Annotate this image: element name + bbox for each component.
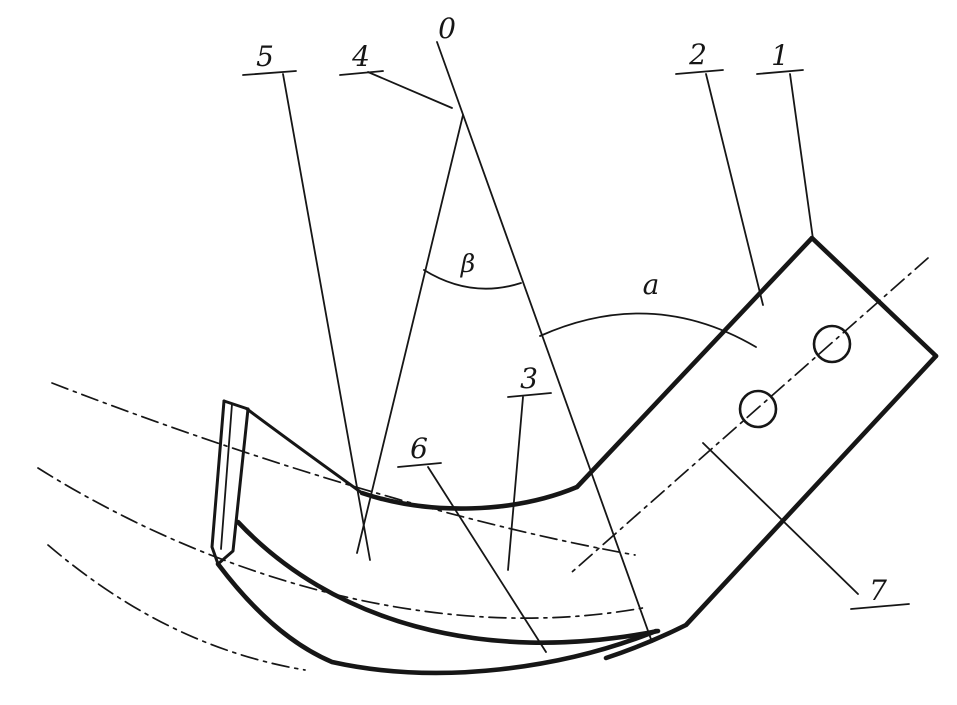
label-alpha: a — [643, 268, 660, 301]
underline-6 — [397, 462, 442, 468]
leader-1 — [789, 73, 814, 240]
underline-2 — [675, 69, 724, 75]
alpha-arc — [539, 312, 757, 348]
knife-mid-line — [220, 403, 233, 550]
leader-3 — [507, 396, 524, 571]
label-1: 1 — [771, 39, 789, 72]
beta-arc — [423, 269, 522, 290]
underline-3 — [507, 392, 552, 398]
line-5 — [282, 73, 371, 561]
label-4: 4 — [351, 40, 370, 73]
underline-5 — [242, 70, 297, 76]
blade-mid-curve — [235, 519, 661, 645]
label-beta: β — [460, 249, 475, 278]
knife-cap-edge — [222, 399, 250, 411]
leader-6 — [427, 466, 547, 653]
label-6: 6 — [410, 432, 428, 465]
shank-left-edge — [574, 235, 815, 490]
underline-7 — [850, 603, 910, 610]
knife-left-edge — [210, 399, 226, 566]
blade-tip-top-edge — [245, 407, 364, 495]
axis-line-0 — [436, 41, 653, 643]
leader-4 — [367, 71, 453, 109]
phantom-curve-upper — [51, 382, 636, 556]
blade-bottom-edge — [215, 561, 659, 676]
underline-4 — [339, 70, 384, 76]
bolt-hole-upper — [812, 324, 852, 364]
label-3: 3 — [520, 362, 538, 395]
blade-top-edge — [359, 484, 580, 511]
leader-7 — [702, 442, 859, 595]
label-2: 2 — [688, 38, 707, 71]
phantom-curve-lower — [47, 544, 306, 671]
knife-right-edge — [216, 407, 250, 566]
beta-left-line — [356, 114, 464, 554]
label-0: 0 — [438, 12, 456, 45]
phantom-curve-middle — [37, 467, 649, 619]
shank-centerline — [571, 257, 929, 573]
leader-2 — [705, 73, 764, 306]
label-5: 5 — [256, 40, 274, 73]
bolt-hole-lower — [738, 389, 778, 429]
underline-1 — [756, 69, 804, 75]
shank-top-right-edge — [809, 235, 939, 359]
label-7: 7 — [869, 574, 887, 607]
